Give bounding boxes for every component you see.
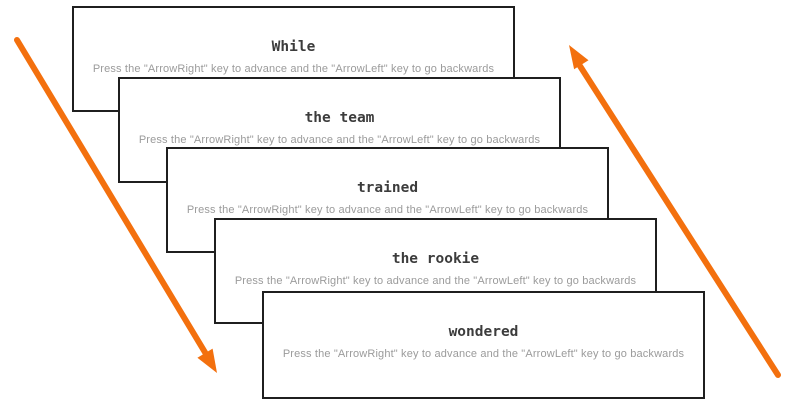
slide-word: While xyxy=(271,39,316,55)
keyboard-hint: Press the "ArrowRight" key to advance an… xyxy=(186,204,589,216)
slide-word: the rookie xyxy=(391,251,480,267)
slide-word: the team xyxy=(304,110,375,126)
slide-word: trained xyxy=(356,180,419,196)
keyboard-hint: Press the "ArrowRight" key to advance an… xyxy=(234,275,637,287)
slide-word: wondered xyxy=(448,324,519,340)
slide-card-5[interactable]: wondered Press the "ArrowRight" key to a… xyxy=(262,291,705,399)
arrow-head xyxy=(197,348,217,373)
keyboard-hint: Press the "ArrowRight" key to advance an… xyxy=(138,134,541,146)
keyboard-hint: Press the "ArrowRight" key to advance an… xyxy=(282,348,685,360)
keyboard-hint: Press the "ArrowRight" key to advance an… xyxy=(92,63,495,75)
arrow-head xyxy=(569,45,589,70)
